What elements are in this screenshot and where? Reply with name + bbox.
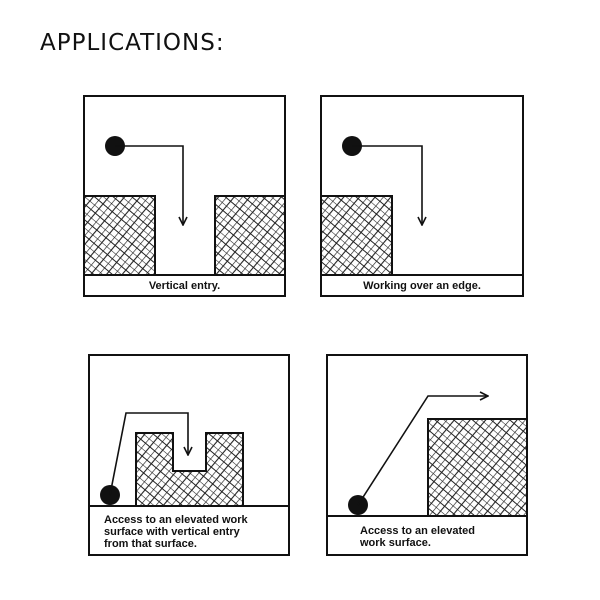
page-title: APPLICATIONS:	[40, 30, 225, 56]
path-arrow	[115, 145, 183, 225]
caption-elevated-surface: Access to an elevated work surface.	[360, 525, 475, 549]
path-arrow	[357, 396, 488, 506]
caption-elevated-vertical-entry: Access to an elevated work surface with …	[104, 514, 248, 550]
panel-elevated-vertical-entry	[88, 354, 290, 556]
panel-frame	[88, 354, 290, 556]
caption-vertical-entry: Vertical entry.	[148, 280, 221, 292]
panel-vertical-entry	[83, 95, 286, 297]
hatched-u-block	[135, 432, 244, 507]
hatched-block-left	[83, 195, 156, 276]
panel-elevated-surface	[326, 354, 528, 556]
path-arrow	[352, 145, 422, 225]
hatched-block	[320, 195, 393, 276]
hatched-block	[427, 418, 528, 517]
path-arrow	[109, 412, 188, 496]
panel-working-over-edge	[320, 95, 524, 297]
hatched-block-right	[214, 195, 286, 276]
caption-working-over-edge: Working over an edge.	[363, 280, 481, 292]
